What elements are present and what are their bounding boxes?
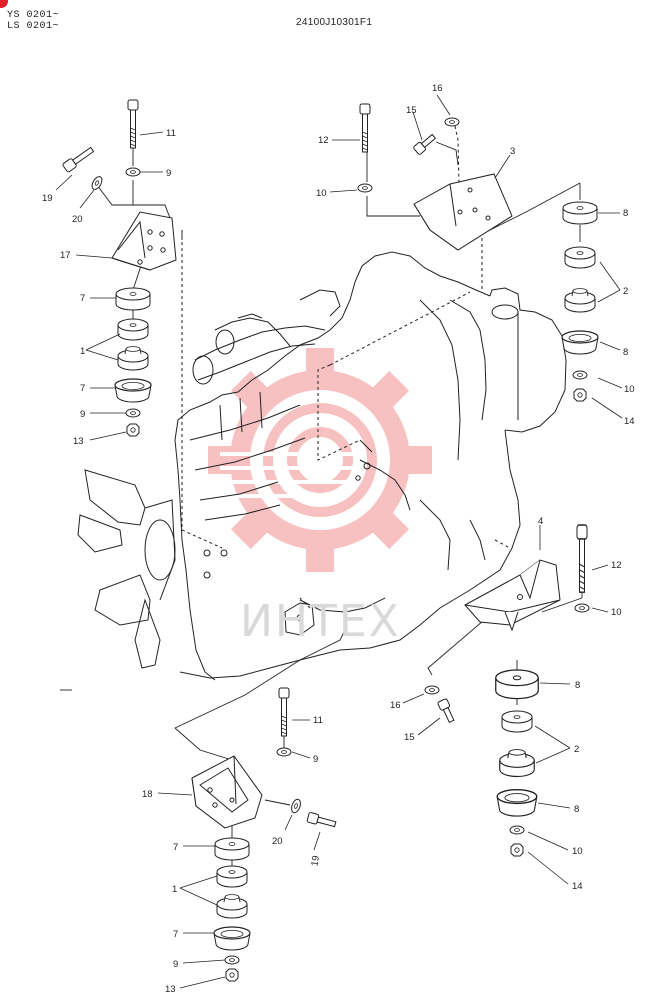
pad-part-7-lower-a [214,837,250,861]
washer-part-20-upper [89,174,105,192]
callout-12-upper: 12 [318,135,329,146]
callout-18: 18 [142,789,153,800]
nut-part-14-upper [573,388,587,402]
bracket-part-4 [464,559,561,632]
callout-15-lower: 15 [404,732,415,743]
callout-14-lower: 14 [572,881,583,892]
callout-7-upper-b: 7 [80,383,85,394]
bolt-part-15-lower [437,698,455,724]
callout-2-lower: 2 [574,744,579,755]
callout-9-upper-b: 9 [80,409,85,420]
cushion-part-2-lower-b [499,749,535,778]
cushion-part-1-lower-b [216,894,248,919]
bolt-part-19-lower [306,812,337,828]
serial-range-2: LS 0201~ [7,21,60,32]
washer-part-16-upper [444,117,460,127]
cup-part-7-lower-b [213,926,251,951]
cushion-part-1-upper-a [117,318,149,341]
callout-16-lower: 16 [390,700,401,711]
nut-part-13-upper [126,423,140,437]
callout-14-upper: 14 [624,416,635,427]
bracket-part-3 [413,173,513,251]
callout-9-lower: 9 [313,754,318,765]
callout-10-upper: 10 [316,188,327,199]
callout-15-upper: 15 [406,105,417,116]
bolt-part-11-upper [127,99,139,149]
callout-8-upper-a: 8 [623,208,628,219]
callout-13-upper: 13 [73,436,84,447]
callout-1-upper: 1 [80,346,85,357]
washer-part-9-lower [276,747,292,757]
cup-part-7-upper-b [114,378,152,403]
washer-part-10-upper-b [572,370,588,380]
washer-part-9-upper [125,167,141,177]
callout-11-upper: 11 [166,128,176,139]
callout-10-lower: 10 [611,607,622,618]
serial-range-1: YS 0201~ [7,10,60,21]
cushion-part-2-upper-b [564,288,596,313]
bolt-part-12-upper [359,103,371,153]
pad-part-8-lower-a [495,669,539,700]
callout-2-upper: 2 [623,286,628,297]
callout-1-lower: 1 [172,884,177,895]
callout-20-upper: 20 [72,214,83,225]
callout-17: 17 [60,250,71,261]
bolt-part-15-upper [413,133,437,155]
callout-12-lower: 12 [611,560,622,571]
callout-8-lower-b: 8 [574,804,579,815]
washer-part-9-upper-b [125,408,141,418]
callout-11-lower: 11 [313,715,323,726]
bolt-part-12-lower [576,524,588,593]
nut-part-13-lower [225,968,239,982]
callout-numbers: 11 9 19 20 17 7 1 7 9 13 16 15 12 10 3 8… [42,83,635,995]
drawing-number: 24100J10301F1 [296,17,373,28]
washer-part-20-lower [289,797,303,815]
cup-part-8-upper-b [561,330,599,355]
callout-9-lower-b: 9 [173,959,178,970]
callout-19-lower: 19 [309,855,322,867]
washer-part-10-lower-b [509,825,525,835]
callout-4: 4 [538,516,543,527]
callout-8-upper-b: 8 [623,347,628,358]
pad-part-7-upper-a [115,287,151,311]
engine-body [77,251,567,681]
callout-7-lower-a: 7 [173,842,178,853]
cup-part-8-lower-b [496,788,538,817]
callout-8-lower-a: 8 [575,680,580,691]
corner-marker [0,0,8,8]
watermark-text: ИНТЕХ [240,596,401,647]
callout-13-lower: 13 [165,984,176,995]
callout-7-lower-b: 7 [173,929,178,940]
cushion-part-1-lower-a [216,865,248,888]
callout-leaders [55,94,623,989]
bolt-part-19-upper [62,146,95,173]
bolt-part-11-lower [278,687,290,737]
callout-19-upper: 19 [42,193,53,204]
cushion-part-1-upper-b [117,346,149,371]
callout-10-lower-b: 10 [572,846,583,857]
callout-20-lower: 20 [272,836,283,847]
nut-part-14-lower [510,843,524,857]
cushion-part-2-lower-a [501,710,533,733]
washer-part-10-lower [574,603,590,613]
connector-lines [60,141,583,868]
callout-10-upper-b: 10 [624,384,635,395]
callout-9-upper: 9 [166,168,171,179]
callout-16-upper: 16 [432,83,443,94]
washer-part-16-lower [424,685,440,695]
callout-3: 3 [510,146,515,157]
pad-part-8-upper-a [562,201,598,225]
callout-7-upper-a: 7 [80,293,85,304]
bracket-part-18 [191,755,263,829]
bracket-part-17 [111,211,177,271]
cushion-part-2-upper-a [564,246,596,269]
washer-part-10-upper [357,183,373,193]
washer-part-9-lower-b [224,955,240,965]
